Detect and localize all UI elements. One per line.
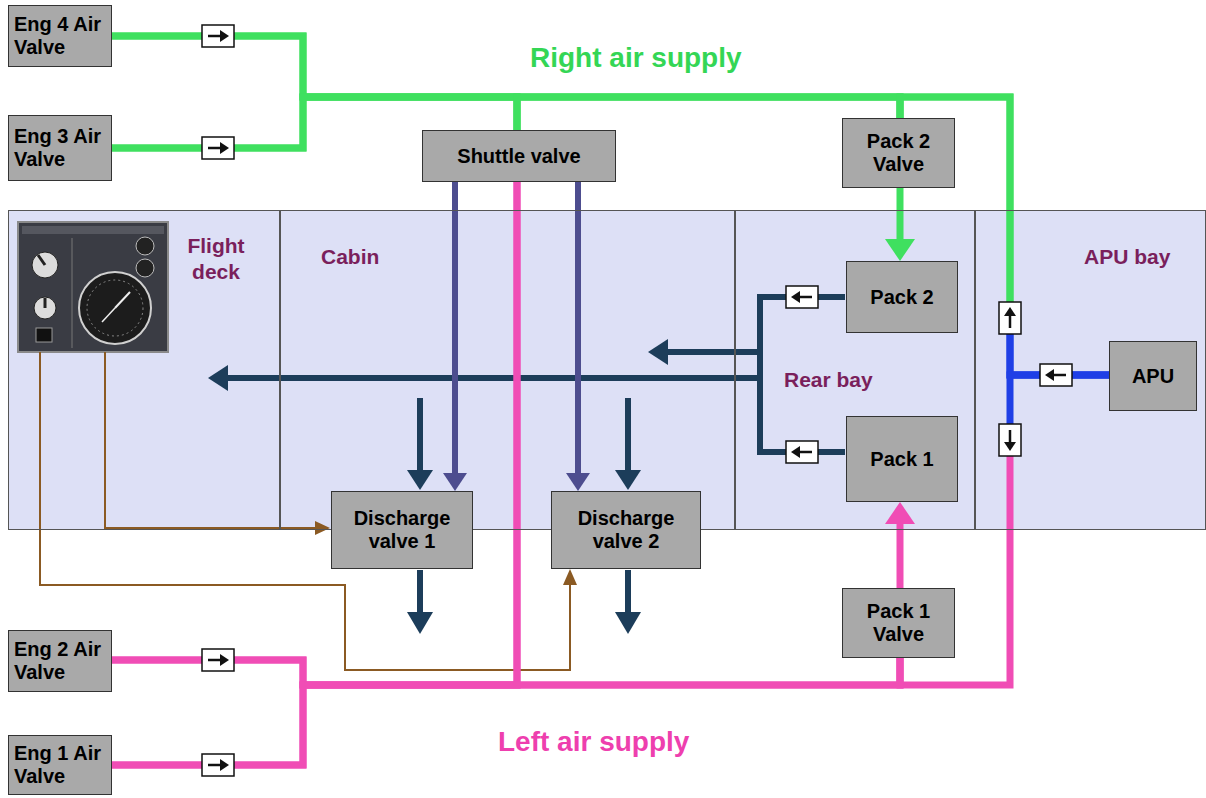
arrowhead (885, 239, 915, 261)
region-label: Cabin (321, 244, 379, 270)
bay-region: APU bayAPU (975, 210, 1206, 530)
box-label: Pack 2 Valve (848, 130, 949, 175)
discharge-valve: Discharge valve 1 (331, 491, 473, 569)
engine-air-valve: Eng 4 Air Valve (8, 5, 112, 67)
air-pipe (443, 182, 467, 491)
box-label: Eng 2 Air Valve (14, 638, 106, 683)
conditioned-air-ducts (226, 297, 845, 614)
box-label: Eng 4 Air Valve (14, 13, 106, 58)
arrowhead (885, 502, 915, 524)
air-pipe (112, 182, 517, 685)
check-valve (786, 286, 818, 308)
arrowhead (443, 473, 467, 491)
check-valve (202, 649, 234, 671)
pressurisation-panel (18, 222, 168, 352)
box-label: Pack 2 (852, 286, 952, 309)
pipe-segment (112, 182, 517, 685)
box-label: Pack 1 (852, 448, 952, 471)
pipe-segment (112, 36, 900, 118)
bay-region: Flight deck (8, 210, 280, 530)
air-pipe (112, 36, 900, 118)
apu-box: APU (1109, 341, 1197, 411)
air-pipe (112, 658, 900, 765)
box-label: Pack 1 Valve (848, 600, 949, 645)
arrowhead (566, 473, 590, 491)
pack-valve: Pack 2 Valve (842, 118, 955, 188)
check-valve (202, 754, 234, 776)
pipe-segment (897, 523, 904, 588)
region-label: Flight deck (173, 233, 259, 286)
engine-air-valve: Eng 3 Air Valve (8, 115, 112, 181)
air-pipe (112, 36, 517, 130)
bay-region: CabinDischarge valve 1Discharge valve 2 (280, 210, 735, 530)
engine-air-valve: Eng 2 Air Valve (8, 630, 112, 692)
check-valve (1040, 364, 1072, 386)
supply-label: Right air supply (530, 42, 742, 74)
engine-air-valve: Eng 1 Air Valve (8, 735, 112, 795)
fuselage-band (8, 210, 1206, 530)
control-wires (40, 352, 570, 670)
box-label: Eng 3 Air Valve (14, 125, 106, 170)
supply-label: Left air supply (498, 726, 689, 758)
pipe-segment (575, 182, 581, 474)
box-label: Discharge valve 2 (557, 507, 695, 552)
air-pipe (112, 182, 517, 765)
region-label: APU bay (1084, 244, 1170, 270)
pipe-segment (897, 188, 904, 240)
pack-valve: Pack 1 Valve (842, 588, 955, 658)
air-pack: Pack 1 (846, 416, 958, 502)
duct-arrowheads (208, 339, 668, 634)
check-valve (999, 424, 1021, 456)
check-valve (786, 441, 818, 463)
pipe-segment (452, 182, 458, 474)
region-label: Rear bay (784, 367, 873, 393)
box-label: Shuttle valve (428, 145, 610, 168)
pipe-segment (112, 36, 517, 130)
check-valve (999, 302, 1021, 334)
check-valve (202, 137, 234, 159)
box-label: APU (1115, 365, 1191, 388)
air-pipe (885, 502, 915, 588)
air-pack: Pack 2 (846, 261, 958, 333)
air-pipe (566, 182, 590, 491)
pipe-segment (112, 182, 517, 765)
shuttle-valve: Shuttle valve (422, 130, 616, 182)
pipe-segment (112, 658, 900, 765)
bay-region: Rear bay Pack 2 Pack 1 (735, 210, 975, 530)
air-pipe (885, 188, 915, 261)
box-label: Discharge valve 1 (337, 507, 467, 552)
discharge-valve: Discharge valve 2 (551, 491, 701, 569)
box-label: Eng 1 Air Valve (14, 742, 106, 787)
check-valve (202, 25, 234, 47)
